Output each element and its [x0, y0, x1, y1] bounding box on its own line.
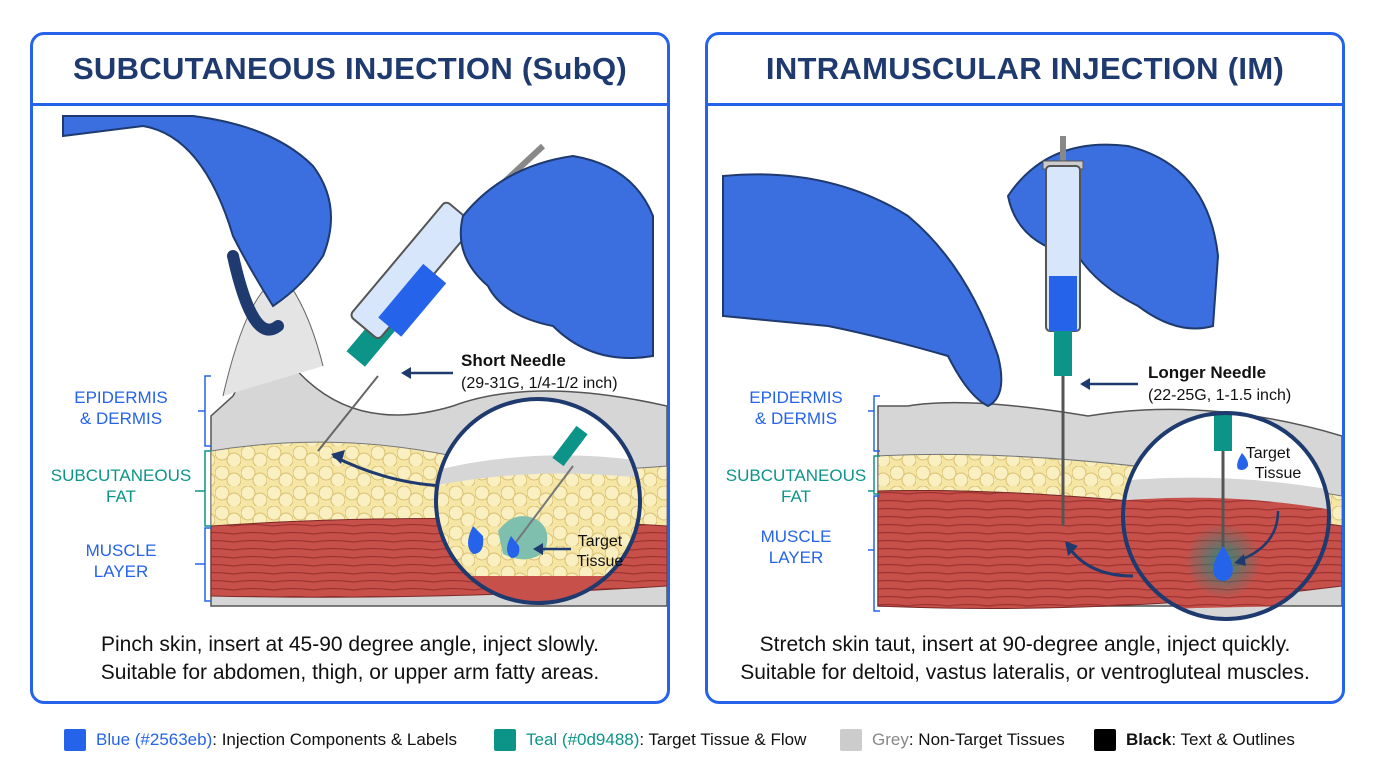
label-dermis: & DERMIS [80, 409, 162, 428]
legend-item-grey: Grey: Non-Target Tissues [840, 729, 1065, 751]
droplet-icon [1213, 546, 1233, 581]
arrow-head [1080, 378, 1090, 390]
subq-caption: Pinch skin, insert at 45-90 degree angle… [33, 631, 667, 687]
label-epidermis: EPIDERMIS [749, 388, 843, 407]
left-hand-glove-icon [722, 173, 1003, 408]
black-swatch [1094, 729, 1116, 751]
syringe-icon [1042, 136, 1084, 526]
droplet-icon [507, 536, 520, 558]
im-illustration: Longer Needle (22-25G, 1-1.5 inch) Targe… [722, 136, 1342, 621]
legend-item-black: Black: Text & Outlines [1094, 729, 1295, 751]
target-label: Target [578, 533, 623, 550]
label-fat: FAT [781, 487, 811, 506]
legend-desc: : Target Tissue & Flow [639, 730, 807, 749]
label-muscle: LAYER [769, 548, 824, 567]
legend-desc: : Non-Target Tissues [908, 730, 1065, 749]
legend-desc: : Text & Outlines [1171, 730, 1295, 749]
needle-label: Longer Needle [1148, 363, 1266, 382]
arrow-head [401, 367, 411, 379]
arrow-head [331, 450, 345, 464]
caption-line: Pinch skin, insert at 45-90 degree angle… [100, 633, 600, 656]
grey-swatch [840, 729, 862, 751]
legend-desc: : Injection Components & Labels [212, 730, 458, 749]
subq-illustration: Short Needle (29-31G, 1/4-1/2 inch) Targ… [51, 115, 667, 607]
label-muscle: MUSCLE [86, 541, 157, 560]
target-label: Tissue [1255, 465, 1302, 482]
right-hand-glove-icon [459, 154, 654, 359]
needle-spec: (29-31G, 1/4-1/2 inch) [461, 375, 618, 392]
magnified-inset: Target Tissue [1121, 411, 1331, 621]
subq-panel: SUBCUTANEOUS INJECTION (SubQ) Short Need… [30, 32, 670, 704]
droplet-icon [1237, 453, 1249, 470]
label-epidermis: EPIDERMIS [74, 388, 168, 407]
legend-item-blue: Blue (#2563eb): Injection Components & L… [64, 729, 457, 751]
needle-spec: (22-25G, 1-1.5 inch) [1148, 387, 1291, 404]
target-label: Tissue [577, 553, 624, 570]
subq-title: SUBCUTANEOUS INJECTION (SubQ) [33, 35, 667, 106]
label-dermis: & DERMIS [755, 409, 837, 428]
caption-line: Suitable for abdomen, thigh, or upper ar… [100, 661, 600, 684]
arrow-head [1065, 541, 1078, 556]
blue-swatch [64, 729, 86, 751]
layer-labels: EPIDERMIS & DERMIS SUBCUTANEOUS FAT MUSC… [726, 388, 880, 612]
label-fat: FAT [106, 487, 136, 506]
legend-item-teal: Teal (#0d9488): Target Tissue & Flow [494, 729, 806, 751]
droplet-icon [468, 526, 484, 554]
layer-labels: EPIDERMIS & DERMIS SUBCUTANEOUS FAT MUSC… [51, 375, 211, 602]
im-title: INTRAMUSCULAR INJECTION (IM) [708, 35, 1342, 106]
legend-name: Grey [872, 730, 909, 749]
label-muscle: LAYER [94, 562, 149, 581]
legend-name: Black [1126, 730, 1172, 749]
legend-name: Blue (#2563eb) [96, 730, 213, 749]
im-panel: INTRAMUSCULAR INJECTION (IM) Longer Need… [705, 32, 1345, 704]
im-caption: Stretch skin taut, insert at 90-degree a… [708, 631, 1342, 687]
target-label: Target [1246, 445, 1291, 462]
label-fat: SUBCUTANEOUS [51, 466, 191, 485]
right-hand-glove-icon [1006, 143, 1220, 330]
caption-line: Suitable for deltoid, vastus lateralis, … [740, 661, 1310, 684]
label-muscle: MUSCLE [761, 527, 832, 546]
teal-swatch [494, 729, 516, 751]
caption-line: Stretch skin taut, insert at 90-degree a… [759, 633, 1291, 656]
color-legend: Blue (#2563eb): Injection Components & L… [0, 729, 1376, 755]
left-hand-glove-icon [62, 115, 332, 336]
needle-label: Short Needle [461, 351, 566, 370]
label-fat: SUBCUTANEOUS [726, 466, 866, 485]
legend-name: Teal (#0d9488) [526, 730, 640, 749]
